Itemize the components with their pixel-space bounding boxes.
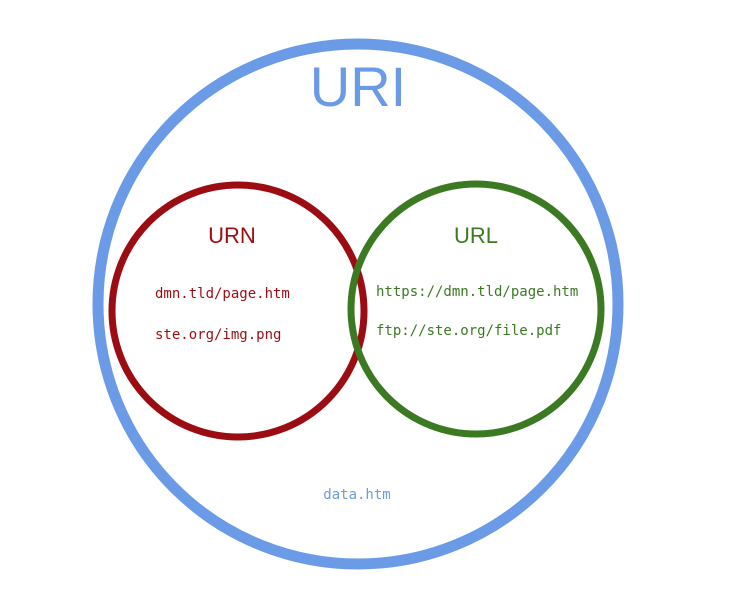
url-example-1: https://dmn.tld/page.htm xyxy=(376,284,578,300)
urn-label: URN xyxy=(208,223,256,248)
urn-example-2: ste.org/img.png xyxy=(155,327,281,343)
uri-label: URI xyxy=(310,55,406,118)
url-set-circle xyxy=(347,180,605,438)
urn-example-1: dmn.tld/page.htm xyxy=(155,286,290,302)
uri-example-1: data.htm xyxy=(323,487,390,503)
urn-set-circle xyxy=(108,181,368,441)
uri-set-circle xyxy=(92,38,624,570)
url-example-2: ftp://ste.org/file.pdf xyxy=(376,323,561,339)
url-label: URL xyxy=(454,223,498,248)
